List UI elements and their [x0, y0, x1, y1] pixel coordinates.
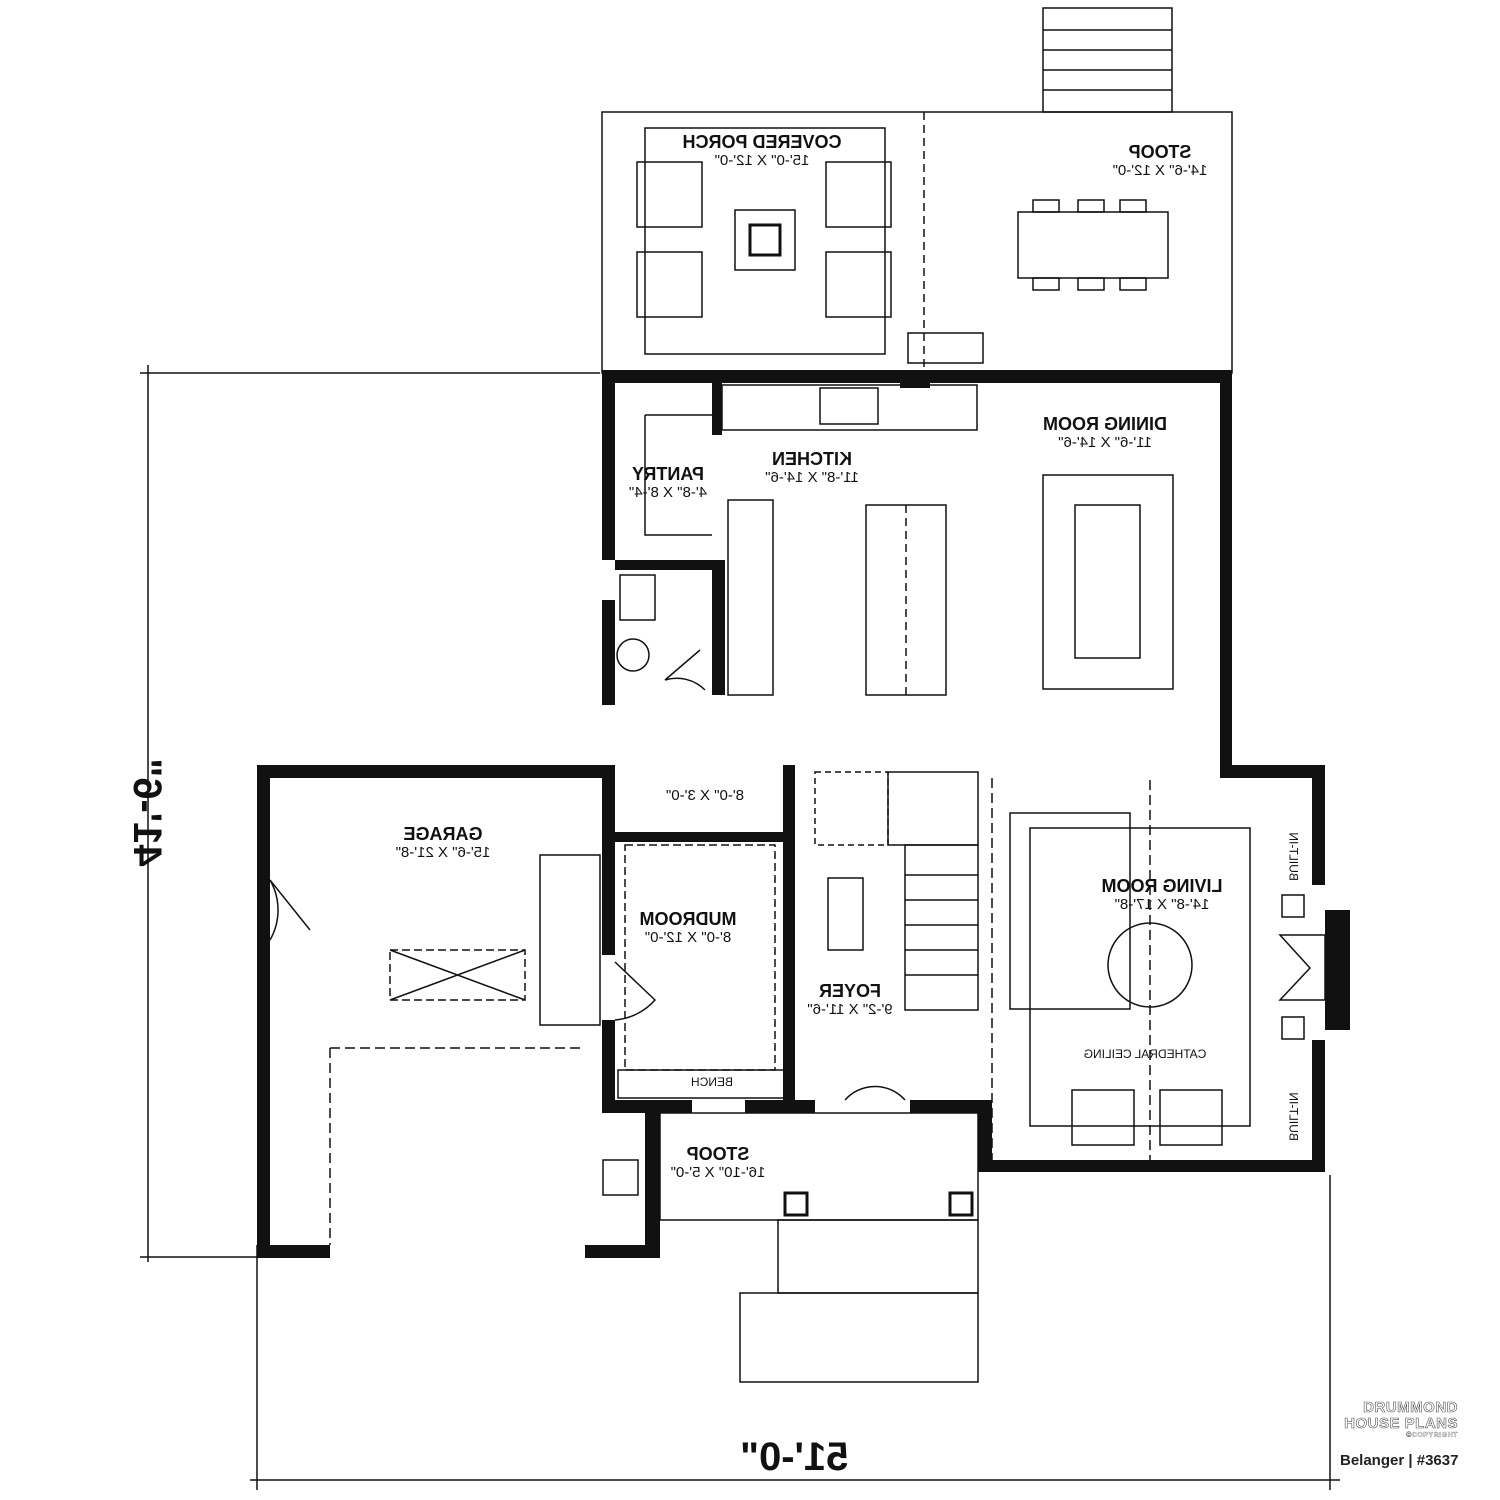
room-size: 8'-0" X 3'-0" [665, 787, 745, 804]
room-name: FOYER [819, 981, 882, 1001]
room-size: 15'-6" X 21'-8" [395, 843, 491, 861]
drummond-logo: DRUMMOND HOUSE PLANS ©COPYRIGHT [1344, 1399, 1458, 1439]
room-size: 8'-0" X 12'-0" [644, 928, 732, 946]
logo-line2: HOUSE PLANS [1344, 1414, 1458, 1432]
room-name: COVERED PORCH [682, 132, 842, 152]
room-front-stoop: STOOP 16'-10" X 5'-0" [670, 1144, 766, 1181]
logo-copyright: ©COPYRIGHT [1406, 1431, 1458, 1439]
room-mudroom: MUDROOM 8'-0" X 12'-0" [639, 909, 737, 946]
room-size: 11'-6" X 14'-6" [1058, 433, 1152, 451]
room-name: DINING ROOM [1043, 414, 1167, 434]
room-rear-stoop: STOOP 14'-6" X 12'-0" [1112, 142, 1208, 179]
room-name: STOOP [686, 1144, 750, 1164]
room-size: 15'-0" X 12'-0" [714, 151, 810, 169]
room-pantry: PANTRY 4'-8" X 8'-4" [628, 464, 708, 501]
room-closet: 8'-0" X 3'-0" [665, 787, 745, 805]
built-in-label: BUILT-IN [1286, 832, 1301, 881]
logo-line1: DRUMMOND [1363, 1399, 1458, 1416]
room-size: 14'-8" X 17'-8" [1114, 895, 1210, 913]
room-name: MUDROOM [639, 909, 737, 929]
room-living: LIVING ROOM 14'-8" X 17'-8" [1101, 876, 1223, 913]
room-size: 11'-8" X 14'-6" [765, 468, 859, 486]
bench-label: BENCH [690, 1075, 734, 1089]
room-name: GARAGE [403, 824, 483, 844]
room-foyer: FOYER 9'-2" X 11'-6" [807, 981, 893, 1018]
room-size: 16'-10" X 5'-0" [670, 1163, 766, 1181]
room-garage: GARAGE 15'-6" X 21'-8" [395, 824, 491, 861]
room-covered-porch: COVERED PORCH 15'-0" X 12'-0" [682, 132, 842, 169]
room-name: LIVING ROOM [1101, 876, 1223, 896]
rear-steps [1042, 7, 1173, 113]
room-name: STOOP [1128, 142, 1192, 162]
width-dimension: 51'-0" [740, 1435, 849, 1479]
room-size: 14'-6" X 12'-0" [1112, 161, 1208, 179]
room-name: KITCHEN [772, 449, 852, 469]
walls [257, 370, 1350, 1258]
plan-id: Belanger | #3637 [1340, 1452, 1459, 1469]
built-in-label: BUILT-IN [1286, 1092, 1301, 1141]
room-size: 9'-2" X 11'-6" [807, 1000, 893, 1018]
room-size: 4'-8" X 8'-4" [628, 483, 708, 501]
cathedral-ceiling-note: CATHEDRAL CEILING [1083, 1047, 1207, 1061]
room-kitchen: KITCHEN 11'-8" X 14'-6" [765, 449, 859, 486]
room-name: PANTRY [632, 464, 705, 484]
room-dining: DINING ROOM 11'-6" X 14'-6" [1043, 414, 1167, 451]
depth-dimension: 41'-6" [124, 758, 169, 867]
